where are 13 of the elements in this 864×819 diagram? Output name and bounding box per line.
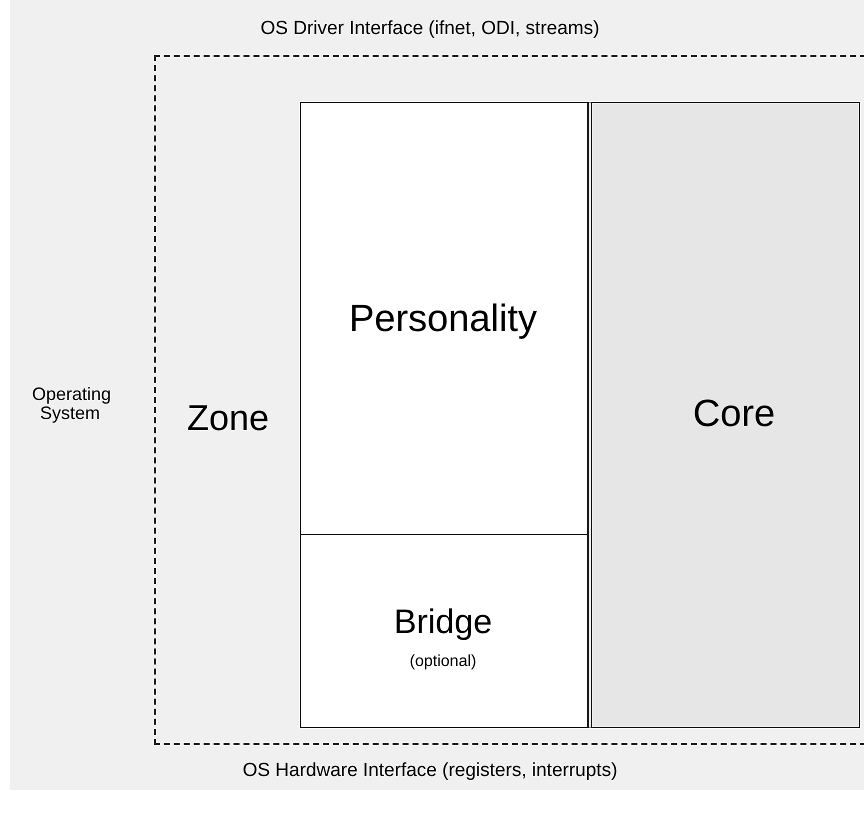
module-label: Core — [692, 393, 776, 436]
dashed-region — [154, 55, 864, 745]
interface-label: OS Driver Interface (ifnet, ODI, streams) — [260, 18, 600, 40]
interface-label: OS Hardware Interface (registers, interrupts) — [242, 760, 618, 782]
module-label: Personality — [348, 298, 538, 341]
background-panel — [10, 0, 864, 790]
module-box — [300, 534, 588, 728]
region-label: Zone — [186, 397, 270, 439]
module-label: Bridge — [392, 603, 494, 642]
module-note: (optional) — [408, 653, 478, 671]
module-box — [588, 102, 860, 728]
module-box — [300, 102, 588, 536]
system-label: Operating System — [31, 385, 112, 423]
